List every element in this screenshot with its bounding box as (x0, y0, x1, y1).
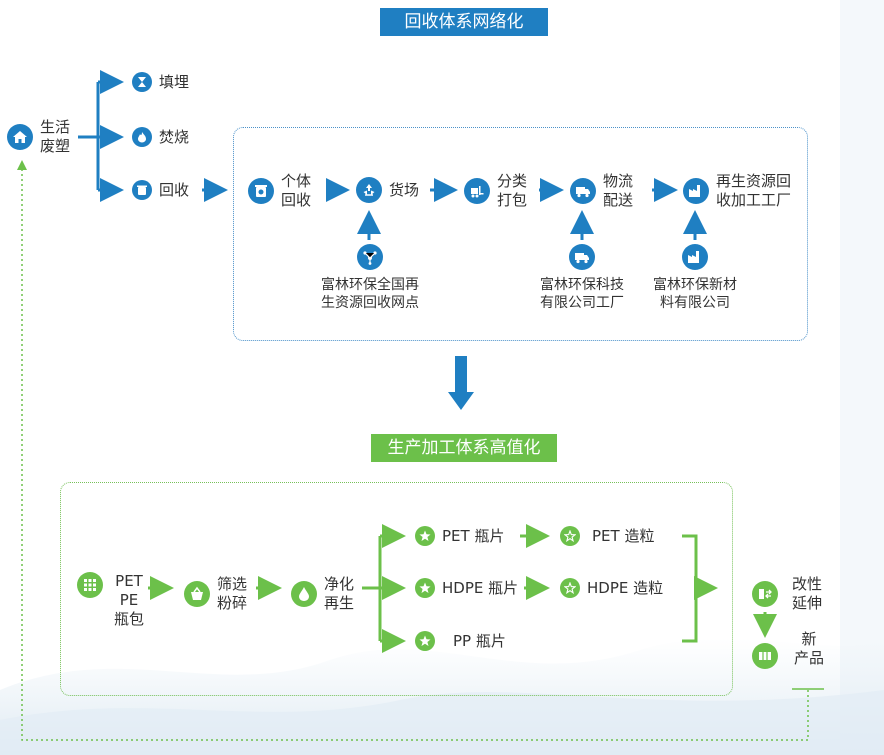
grid-icon (77, 572, 103, 598)
yard-label: 货场 (389, 180, 420, 199)
flame-icon (132, 127, 152, 147)
sorting-node: 分类 打包 (464, 172, 527, 210)
incineration-node: 焚烧 (132, 127, 189, 147)
materials-support-node: 富林环保新材 料有限公司 (640, 244, 750, 312)
recycle-arrows-icon (356, 177, 382, 203)
logistics-label: 物流 配送 (603, 172, 634, 209)
bin-icon (132, 180, 152, 200)
hdpe-pellets-label: HDPE 造粒 (587, 578, 664, 597)
production-banner: 生产加工体系高值化 (371, 434, 557, 462)
network-icon (357, 244, 383, 270)
cleaning-node: 净化 再生 (291, 575, 354, 613)
processing-plant-label: 再生资源回 收加工工厂 (716, 172, 792, 209)
hdpe-flakes-node: HDPE 瓶片 (415, 578, 518, 598)
production-box (60, 482, 733, 696)
processing-plant-node: 再生资源回 收加工工厂 (683, 172, 791, 210)
hdpe-pellets-node: HDPE 造粒 (560, 578, 663, 598)
network-banner: 回收体系网络化 (380, 8, 548, 36)
recycle-bin-icon (248, 178, 274, 204)
source-label: 生活 废塑 (40, 118, 71, 155)
basket-icon (184, 581, 210, 607)
package-icon (752, 643, 778, 669)
logistics-node: 物流 配送 (570, 172, 633, 210)
star-outline-icon (560, 526, 580, 546)
yard-node: 货场 (356, 177, 419, 203)
hourglass-icon (132, 72, 152, 92)
factory-icon (683, 178, 709, 204)
house-icon (7, 124, 33, 150)
factory-icon (682, 244, 708, 270)
tech-support-label: 富林环保科技 有限公司工厂 (540, 277, 624, 311)
materials-support-label: 富林环保新材 料有限公司 (653, 277, 737, 311)
hdpe-flakes-label: HDPE 瓶片 (442, 578, 519, 597)
modify-label: 改性 延伸 (792, 575, 823, 612)
truck-icon (570, 178, 596, 204)
bales-label: PET PE 瓶包 (113, 572, 144, 628)
incineration-label: 焚烧 (159, 127, 190, 146)
landfill-label: 填埋 (159, 72, 190, 91)
pp-flakes-label: PP 瓶片 (453, 631, 506, 650)
individual-collection-label: 个体 回收 (281, 172, 312, 209)
pet-pellets-label: PET 造粒 (592, 526, 655, 545)
new-product-node: 新 产品 (752, 630, 824, 669)
star-icon (415, 631, 435, 651)
star-icon (415, 578, 435, 598)
recycle-network-box (233, 127, 808, 341)
bales-node (77, 572, 103, 598)
tech-support-node: 富林环保科技 有限公司工厂 (520, 244, 644, 312)
screening-label: 筛选 粉碎 (217, 575, 248, 612)
screening-node: 筛选 粉碎 (184, 575, 247, 613)
recycle-node: 回收 (132, 180, 189, 200)
sorting-label: 分类 打包 (497, 172, 528, 209)
star-icon (415, 526, 435, 546)
individual-collection-node: 个体 回收 (248, 172, 311, 210)
pet-flakes-label: PET 瓶片 (442, 526, 505, 545)
network-support-label: 富林环保全国再 生资源回收网点 (321, 277, 419, 311)
network-support-node: 富林环保全国再 生资源回收网点 (300, 244, 440, 312)
pet-flakes-node: PET 瓶片 (415, 526, 504, 546)
recycle-label: 回收 (159, 180, 190, 199)
pp-flakes-node: PP 瓶片 (415, 631, 506, 651)
truck-icon (569, 244, 595, 270)
exchange-icon (752, 581, 778, 607)
star-outline-icon (560, 578, 580, 598)
cleaning-label: 净化 再生 (324, 575, 355, 612)
modify-node: 改性 延伸 (752, 575, 822, 613)
water-drop-icon (291, 581, 317, 607)
landfill-node: 填埋 (132, 72, 189, 92)
new-product-label: 新 产品 (794, 630, 825, 667)
forklift-icon (464, 178, 490, 204)
pet-pellets-node: PET 造粒 (560, 526, 654, 546)
source-node: 生活 废塑 (7, 118, 70, 156)
